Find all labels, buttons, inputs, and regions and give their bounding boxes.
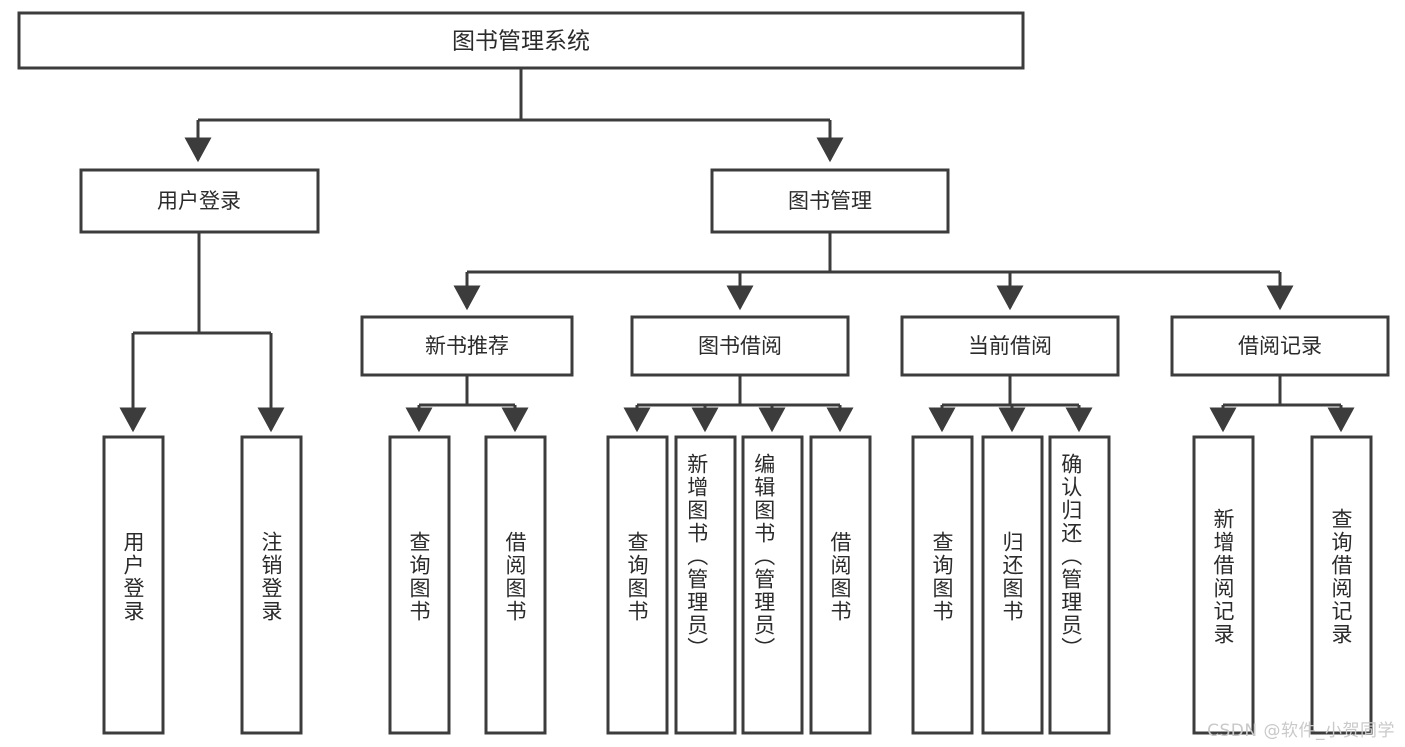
node-user-login[interactable]: 用户登录 [79, 168, 320, 234]
connector-group-book-borrow [623, 375, 854, 433]
leaf-user-login-box[interactable] [102, 435, 165, 735]
connector-group-borrow-record [1209, 375, 1355, 433]
leaf-edit-book-box[interactable] [741, 435, 804, 735]
csdn-watermark: CSDN @软件_小贺同学 [1207, 721, 1395, 741]
leaf-borrow-book-1-label: 借阅图书 [503, 531, 527, 623]
leaf-user-login[interactable]: 用户登录 [102, 435, 165, 735]
leaf-query-record-label: 查询借阅记录 [1329, 508, 1353, 646]
node-borrow-record-box[interactable] [1170, 315, 1390, 377]
node-current-borrow[interactable]: 当前借阅 [900, 315, 1120, 377]
node-borrow-record[interactable]: 借阅记录 [1170, 315, 1390, 377]
node-root-label: 图书管理系统 [452, 29, 590, 55]
leaf-query-book-1[interactable]: 查询图书 [388, 435, 451, 735]
node-borrow-record-label: 借阅记录 [1238, 334, 1322, 358]
leaf-user-login-label: 用户登录 [121, 531, 145, 623]
leaf-query-book-3[interactable]: 查询图书 [911, 435, 974, 735]
leaf-add-record-box[interactable] [1192, 435, 1255, 735]
node-user-login-label: 用户登录 [157, 189, 241, 213]
leaf-query-book-3-box[interactable] [911, 435, 974, 735]
connector-group-root [184, 68, 844, 163]
node-new-book-recommend-box[interactable] [360, 315, 574, 377]
node-book-manage-box[interactable] [710, 168, 950, 234]
connector-group-new-book-recommend [405, 375, 529, 433]
leaf-confirm-return-box[interactable] [1048, 435, 1111, 735]
leaf-borrow-book-2[interactable]: 借阅图书 [809, 435, 872, 735]
node-current-borrow-box[interactable] [900, 315, 1120, 377]
node-book-manage[interactable]: 图书管理 [710, 168, 950, 234]
leaf-add-record[interactable]: 新增借阅记录 [1192, 435, 1255, 735]
leaf-borrow-book-2-box[interactable] [809, 435, 872, 735]
leaf-confirm-return[interactable]: 确认归还（管理员） [1048, 435, 1111, 735]
leaf-query-book-2-label: 查询图书 [625, 531, 649, 623]
node-new-book-recommend-label: 新书推荐 [425, 334, 509, 358]
leaf-edit-book-label: 编辑图书（管理员） [752, 453, 776, 660]
node-book-borrow-label: 图书借阅 [698, 334, 782, 358]
leaf-query-book-1-box[interactable] [388, 435, 451, 735]
leaf-add-book-label: 新增图书（管理员） [685, 453, 709, 660]
leaf-borrow-book-1[interactable]: 借阅图书 [484, 435, 547, 735]
node-root-box[interactable] [17, 11, 1025, 70]
leaf-query-record[interactable]: 查询借阅记录 [1310, 435, 1373, 735]
leaf-query-book-3-label: 查询图书 [930, 531, 954, 623]
connector-group-user-login [119, 232, 285, 433]
leaf-confirm-return-label: 确认归还（管理员） [1059, 453, 1083, 660]
leaf-user-logout[interactable]: 注销登录 [240, 435, 303, 735]
leaf-add-record-label: 新增借阅记录 [1211, 508, 1235, 646]
leaf-borrow-book-2-label: 借阅图书 [828, 531, 852, 623]
node-book-manage-label: 图书管理 [788, 189, 872, 213]
leaf-add-book[interactable]: 新增图书（管理员） [674, 435, 737, 735]
leaf-query-book-2-box[interactable] [606, 435, 669, 735]
node-user-login-box[interactable] [79, 168, 320, 234]
leaf-edit-book[interactable]: 编辑图书（管理员） [741, 435, 804, 735]
connector-group-book-manage [453, 232, 1294, 311]
node-new-book-recommend[interactable]: 新书推荐 [360, 315, 574, 377]
leaf-return-book-label: 归还图书 [1000, 531, 1024, 623]
leaf-user-logout-label: 注销登录 [259, 531, 283, 623]
leaf-borrow-book-1-box[interactable] [484, 435, 547, 735]
leaf-add-book-box[interactable] [674, 435, 737, 735]
node-book-borrow-box[interactable] [630, 315, 850, 377]
node-book-borrow[interactable]: 图书借阅 [630, 315, 850, 377]
leaf-user-logout-box[interactable] [240, 435, 303, 735]
leaf-query-book-1-label: 查询图书 [407, 531, 431, 623]
leaf-return-book-box[interactable] [981, 435, 1044, 735]
leaf-query-book-2[interactable]: 查询图书 [606, 435, 669, 735]
node-current-borrow-label: 当前借阅 [968, 334, 1052, 358]
node-root[interactable]: 图书管理系统 [17, 11, 1025, 70]
leaf-query-record-box[interactable] [1310, 435, 1373, 735]
leaf-return-book[interactable]: 归还图书 [981, 435, 1044, 735]
connector-group-current-borrow [928, 375, 1093, 433]
